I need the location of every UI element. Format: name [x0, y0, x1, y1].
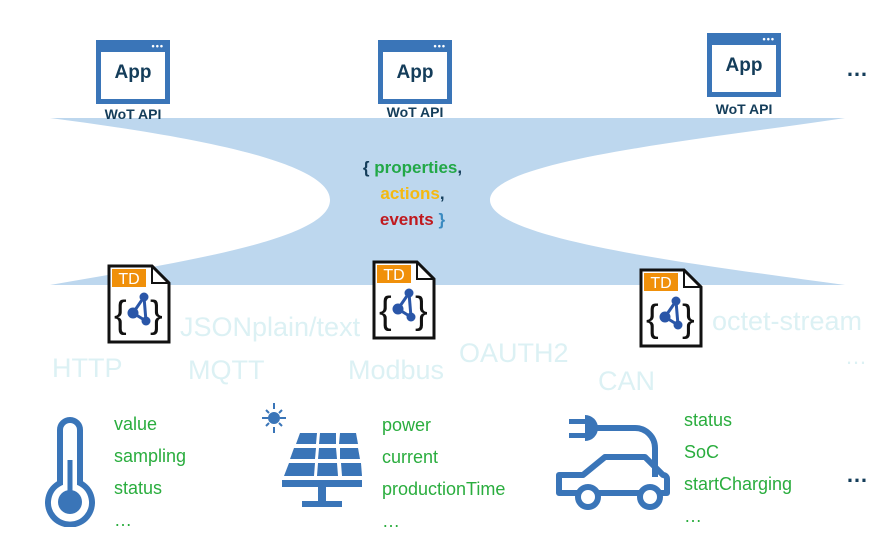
td-document-icon: TD {} [638, 267, 704, 354]
td-document-icon: TD {} [371, 259, 437, 346]
events-label: events [379, 210, 434, 229]
svg-text:TD: TD [650, 275, 671, 292]
svg-text:{: { [379, 290, 392, 332]
protocol-modbus: Modbus [348, 355, 445, 385]
electric-car-icon [556, 415, 670, 510]
svg-text:TD: TD [383, 267, 404, 284]
protocol-oauth2: OAUTH2 [459, 338, 569, 368]
protocol-more: … [845, 344, 867, 369]
svg-text:}: } [682, 298, 695, 340]
wot-api-label: WoT API [386, 104, 444, 120]
more-devices-ellipsis: … [846, 462, 870, 487]
app-label: App [114, 62, 152, 83]
svg-text:{: { [646, 298, 659, 340]
app-window-1: •••App [96, 40, 170, 104]
protocol-json: JSON [180, 312, 253, 342]
svg-text:}: } [415, 290, 428, 332]
thermometer-icon [45, 417, 95, 527]
protocol-http: HTTP [52, 353, 123, 383]
svg-text:{: { [114, 294, 127, 336]
td-document-icon: TD {} [106, 263, 172, 350]
protocol-can: CAN [598, 366, 656, 396]
actions-label: actions [380, 184, 440, 203]
solar-panel-icon [262, 403, 362, 507]
app-label: App [725, 55, 763, 76]
app-window-2: •••App [378, 40, 452, 104]
wot-api-label: WoT API [104, 106, 162, 122]
svg-text:}: } [150, 294, 163, 336]
wot-api-label: WoT API [715, 101, 773, 117]
svg-text:TD: TD [118, 271, 139, 288]
protocol-plain-text: plain/text [252, 312, 361, 342]
more-apps-ellipsis: … [846, 56, 870, 81]
protocol-octet-stream: octet-stream [712, 306, 863, 336]
app-label: App [396, 62, 434, 83]
interaction-affordances: { properties, actions, events } [362, 158, 463, 229]
app-window-3: •••App [707, 33, 781, 97]
properties-label: properties [374, 158, 458, 177]
protocol-mqtt: MQTT [188, 355, 265, 385]
